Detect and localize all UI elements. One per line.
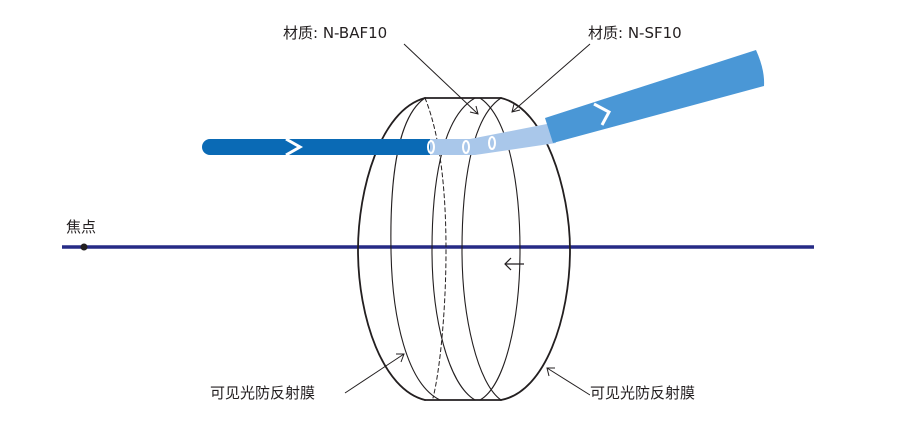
internal-beam: [427, 123, 556, 155]
beam-interface-mark-3: [488, 136, 496, 150]
incoming-beam-chevron: [285, 137, 304, 157]
outgoing-beam: [545, 50, 765, 143]
material-label-n-baf10: 材质: N-BAF10: [283, 24, 388, 42]
coating-label-right: 可见光防反射膜: [590, 384, 696, 402]
lens-back-inner-edge: [461, 97, 502, 401]
lens-back-second-edge: [479, 97, 521, 401]
leader-coating-left-arrow: [396, 353, 405, 363]
internal-beam-body: [430, 123, 556, 155]
leader-material-right: [511, 43, 591, 113]
doublet-lens: [357, 97, 571, 401]
material-label-n-sf10: 材质: N-SF10: [588, 24, 682, 42]
lens-cemented-interface: [431, 97, 476, 401]
focal-point-label: 焦点: [66, 218, 97, 236]
beam-interface-mark-1: [427, 140, 435, 154]
lens-back-face: [500, 97, 571, 401]
leader-material-left: [403, 43, 479, 115]
outgoing-beam-chevron: [593, 102, 612, 126]
leader-material-right-arrow: [511, 103, 521, 113]
direction-arrow-icon: [504, 257, 524, 271]
coating-label-left: 可见光防反射膜: [210, 384, 316, 402]
leader-coating-left: [344, 353, 405, 394]
beam-interface-mark-2: [462, 140, 470, 154]
leader-material-left-arrow: [469, 105, 479, 115]
outgoing-beam-body: [545, 50, 765, 143]
lens-front-face: [357, 97, 426, 401]
incoming-beam-body: [202, 139, 432, 155]
lens-front-inner-edge: [390, 97, 441, 401]
leader-coating-right: [546, 367, 591, 396]
leader-lines: [344, 43, 591, 396]
focal-point-marker: [80, 243, 88, 251]
incoming-beam: [202, 137, 432, 157]
leader-coating-right-arrow: [546, 367, 555, 377]
